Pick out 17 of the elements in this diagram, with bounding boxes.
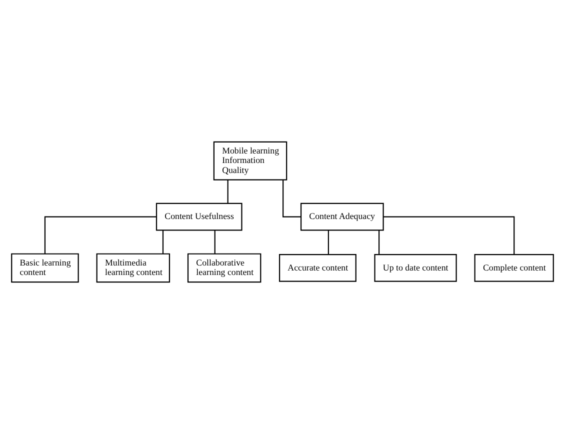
- connector: [282, 180, 301, 218]
- connector: [44, 216, 156, 254]
- node-box: Accurate content: [278, 254, 356, 282]
- node-box: Content Adequacy: [300, 202, 384, 231]
- connector: [328, 230, 329, 254]
- node-box: Content Usefulness: [156, 202, 242, 231]
- node-box: Collaborative learning content: [187, 253, 262, 283]
- node-box: Mobile learning Information Quality: [213, 141, 288, 180]
- connector: [383, 216, 515, 255]
- node-box: Basic learning content: [11, 253, 79, 283]
- connector: [214, 230, 216, 254]
- node-box: Complete content: [474, 254, 554, 282]
- connector: [378, 230, 380, 254]
- connector: [227, 180, 228, 204]
- node-box: Up to date content: [374, 254, 457, 282]
- node-box: Multimedia learning content: [96, 253, 170, 283]
- connector: [162, 230, 164, 254]
